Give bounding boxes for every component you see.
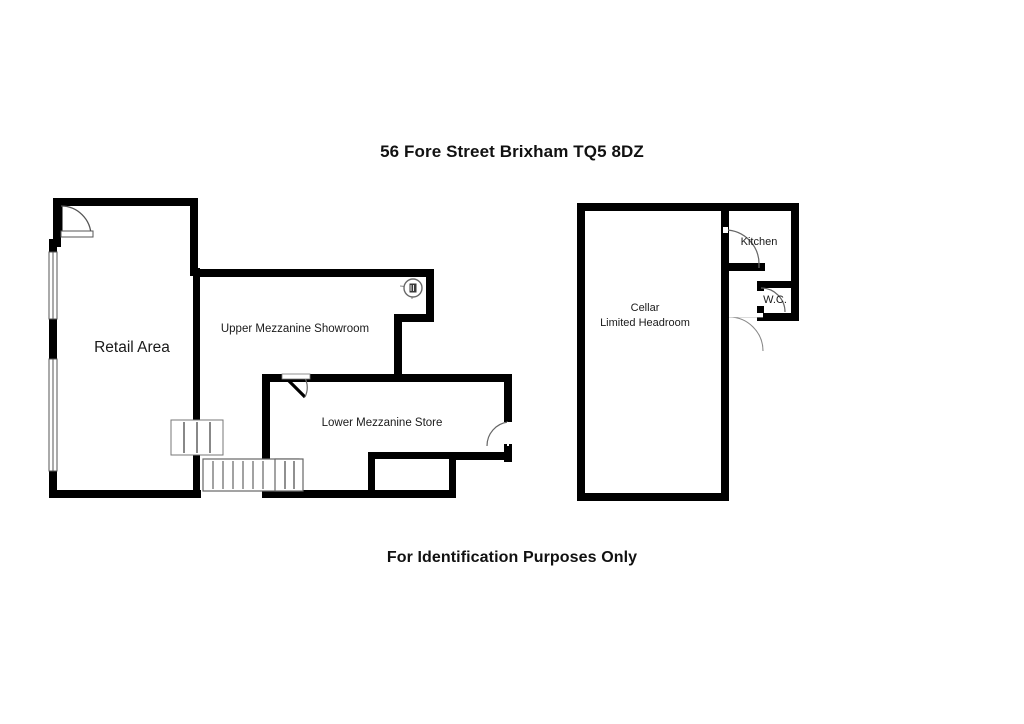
cellar-floor-plan: Cellar Limited Headroom Kitchen W.C. bbox=[577, 203, 799, 501]
room-label-lower-mezzanine-store: Lower Mezzanine Store bbox=[322, 417, 443, 429]
cellar-walls bbox=[577, 203, 799, 501]
room-label-upper-mezzanine-showroom: Upper Mezzanine Showroom bbox=[221, 323, 369, 335]
lower-mezzanine-walls bbox=[262, 374, 512, 498]
room-label-kitchen: Kitchen bbox=[741, 236, 778, 248]
page-footer-disclaimer: For Identification Purposes Only bbox=[386, 549, 638, 566]
room-label-cellar: Cellar bbox=[631, 302, 660, 314]
ground-floor-plan: Retail Area Upper Mezzanine Showroom Low… bbox=[48, 198, 512, 498]
room-label-cellar-headroom-note: Limited Headroom bbox=[600, 317, 690, 329]
plan-badge-marker bbox=[399, 278, 423, 300]
page-title: 56 Fore Street Brixham TQ5 8DZ bbox=[380, 142, 644, 161]
lower-mezzanine-door-north bbox=[281, 373, 311, 399]
retail-entrance-door bbox=[59, 205, 94, 238]
room-label-retail-area: Retail Area bbox=[94, 339, 170, 356]
retail-front-window-upper bbox=[48, 251, 58, 320]
retail-area-walls bbox=[49, 198, 201, 498]
retail-step-unit bbox=[170, 419, 224, 456]
lower-mezzanine-door-east bbox=[486, 421, 509, 447]
kitchen-door bbox=[723, 227, 760, 268]
retail-front-window-lower bbox=[48, 358, 58, 472]
cellar-door bbox=[728, 313, 764, 352]
mezzanine-staircase bbox=[202, 458, 304, 492]
room-label-wc: W.C. bbox=[763, 294, 787, 306]
upper-mezzanine-walls bbox=[198, 269, 434, 378]
wc-door bbox=[760, 287, 786, 313]
